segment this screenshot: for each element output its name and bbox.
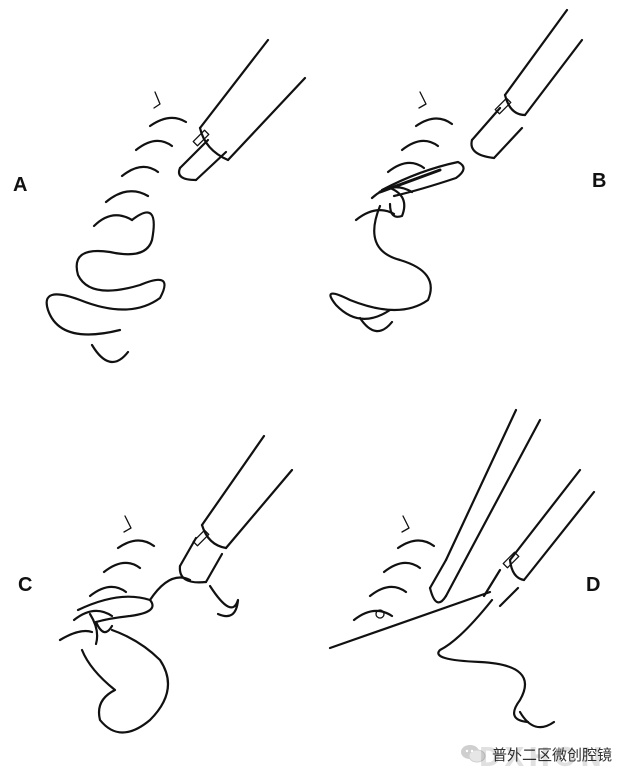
panel-label-a: A: [13, 174, 28, 196]
watermark-text: 普外二区微创腔镜: [491, 745, 612, 764]
panel-label-c: C: [18, 574, 33, 596]
panel-label-d: D: [586, 574, 601, 596]
wechat-icon: [460, 745, 486, 763]
watermark-logo-text: DXHON: [478, 743, 606, 773]
panel-a-illustration: [45, 38, 307, 363]
panel-b-illustration: [329, 8, 584, 333]
panel-label-b: B: [592, 170, 607, 192]
panel-d-illustration: [328, 408, 596, 729]
panel-c-illustration: [58, 434, 294, 734]
watermark: 普外二区微创腔镜: [460, 743, 612, 765]
